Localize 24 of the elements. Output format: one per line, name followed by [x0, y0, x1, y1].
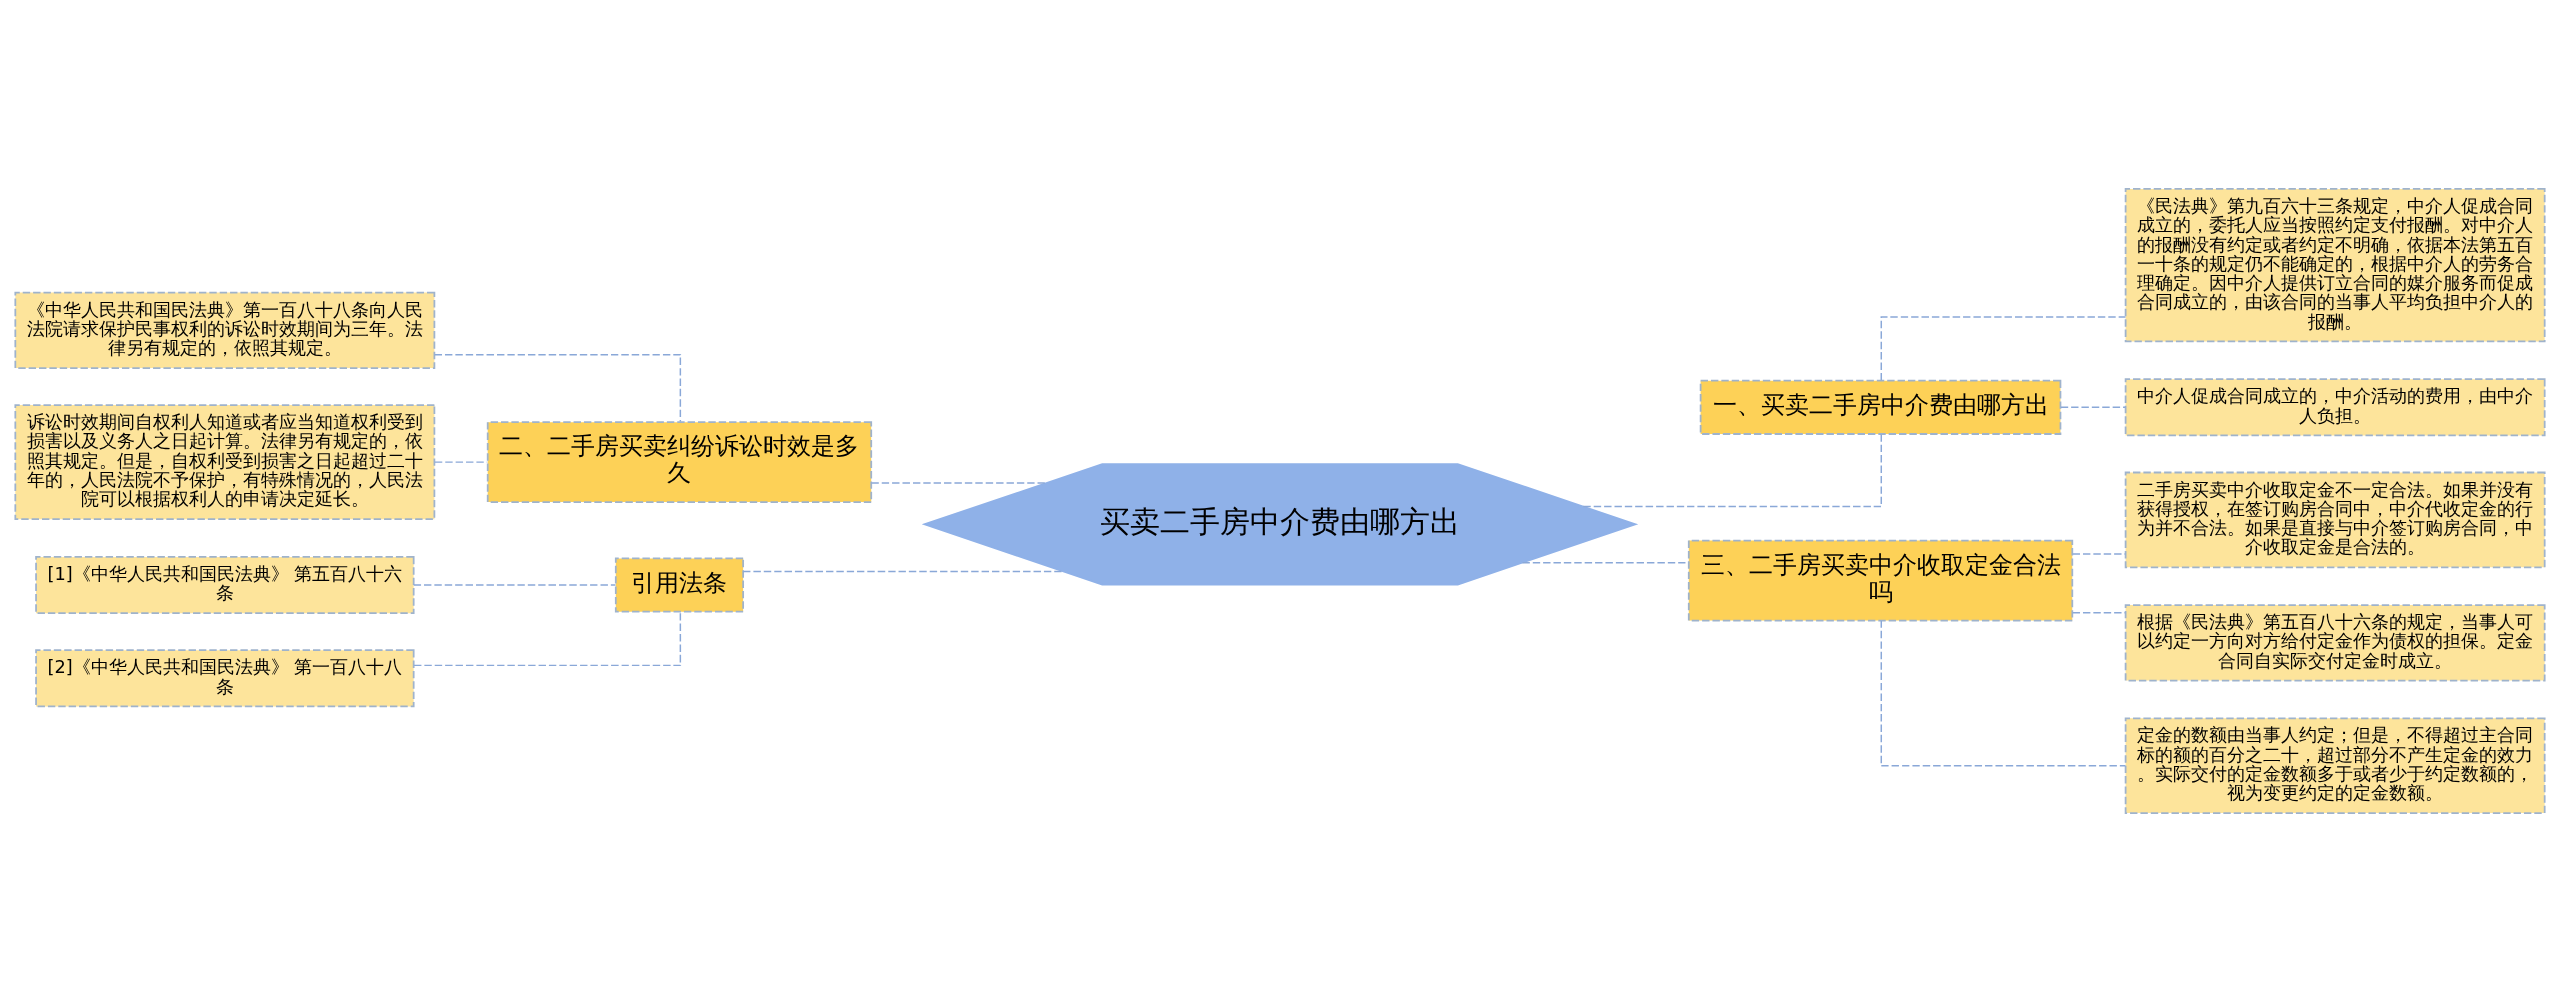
connector [742, 570, 1065, 573]
node-box: 《中华人民共和国民法典》第一百八十八条向人民法院请求保护民事权利的诉讼时效期间为三年。法律另有规定的，依照其规定。 [14, 291, 436, 369]
node-box: 根据《民法典》第五百八十六条的规定，当事人可以约定一方向对方给付定金作为债权的担保。定金合同自实际交付定金时成立。 [2124, 604, 2546, 682]
node-box: 三、二手房买卖中介收取定金合法吗 [1687, 539, 2074, 622]
connector [1880, 620, 2127, 767]
node-box: [1]《中华人民共和国民法典》 第五百八十六条 [35, 556, 415, 615]
node-box: 中介人促成合同成立的，中介活动的费用，由中介人负担。 [2124, 378, 2546, 437]
connector [1880, 316, 2127, 381]
node-box: [2]《中华人民共和国民法典》 第一百八十八条 [35, 649, 415, 708]
node-box: 定金的数额由当事人约定；但是，不得超过主合同标的额的百分之二十，超过部分不产生定金的效力。实际交付的定金数额多于或者少于约定数额的，视为变更约定的定金数额。 [2124, 717, 2546, 814]
node-box: 引用法条 [614, 557, 745, 613]
node-box: 诉讼时效期间自权利人知道或者应当知道权利受到损害以及义务人之日起计算。法律另有规定的，依照其规定。但是，自权利受到损害之日起超过二十年的，人民法院不予保护，有特殊情况的，人民法院可以根据权利人的申请决定延长。 [14, 404, 436, 521]
connector [413, 611, 682, 667]
node-box: 二手房买卖中介收取定金不一定合法。如果并没有获得授权，在签订购房合同中，中介代收定金的行为并不合法。如果是直接与中介签订购房合同，中介收取定金是合法的。 [2124, 471, 2546, 569]
node-box: 《民法典》第九百六十三条规定，中介人促成合同成立的，委托人应当按照约定支付报酬。对中介人的报酬没有约定或者约定不明确，依据本法第五百一十条的规定仍不能确定的，根据中介人的劳务合理确定。因中介人提供订立合同的媒介服务而促成合同成立的，由该合同的当事人平均负担中介人的报酬。 [2124, 188, 2546, 343]
connector [870, 482, 1047, 484]
connector [2071, 553, 2127, 555]
connector [2060, 406, 2127, 409]
node-box: 一、买卖二手房中介费由哪方出 [1699, 379, 2062, 435]
node-box: 二、二手房买卖纠纷诉讼时效是多久 [486, 421, 873, 503]
connector [412, 584, 617, 586]
connector [2071, 612, 2127, 614]
connector [1582, 433, 1882, 508]
connector [433, 354, 682, 423]
